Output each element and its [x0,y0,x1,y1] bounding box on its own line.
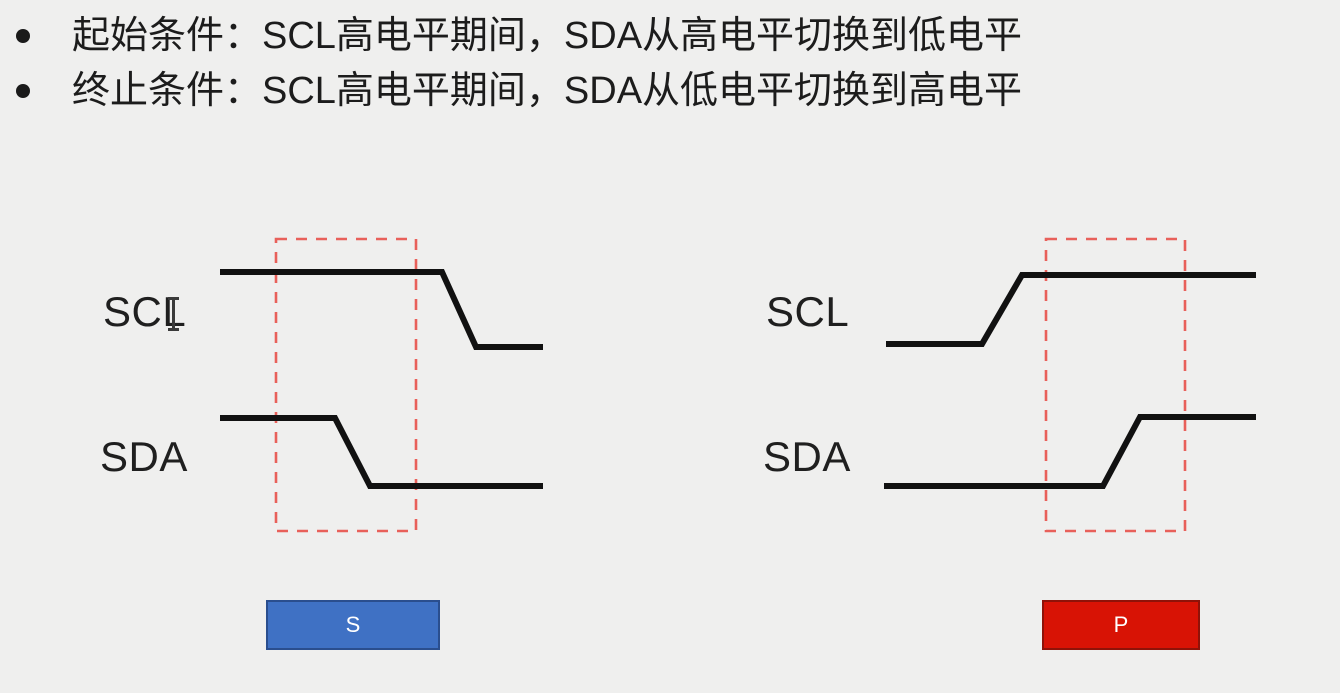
stop-condition-badge[interactable]: P [1042,600,1200,650]
text-cursor-ibeam-icon [168,297,179,331]
right-sda-waveform [884,414,1256,489]
right-stop-condition-group [884,237,1256,533]
start-condition-badge[interactable]: S [266,600,440,650]
stop-badge-label: P [1113,612,1129,637]
left-scl-waveform [220,269,543,350]
right-highlight-box [1044,237,1187,533]
bullet-item-stop: 终止条件：SCL高电平期间，SDA从低电平切换到高电平 [0,63,1340,118]
left-scl-label: SCL [103,288,187,335]
right-scl-label: SCL [766,288,850,335]
bullet-item-start: 起始条件：SCL高电平期间，SDA从高电平切换到低电平 [0,8,1340,63]
bullet-dot-icon [16,83,30,98]
left-highlight-box [274,237,418,533]
left-sda-label: SDA [100,433,188,480]
left-start-condition-group [220,237,543,533]
bullet-dot-icon [16,28,30,43]
right-sda-label: SDA [763,433,851,480]
right-scl-waveform [886,272,1256,347]
bullet-text-stop: 终止条件：SCL高电平期间，SDA从低电平切换到高电平 [72,69,1023,112]
left-sda-waveform [220,415,543,489]
start-badge-label: S [345,612,361,637]
bullet-list: 起始条件：SCL高电平期间，SDA从高电平切换到低电平 终止条件：SCL高电平期… [0,8,1340,118]
bullet-text-start: 起始条件：SCL高电平期间，SDA从高电平切换到低电平 [72,14,1023,57]
